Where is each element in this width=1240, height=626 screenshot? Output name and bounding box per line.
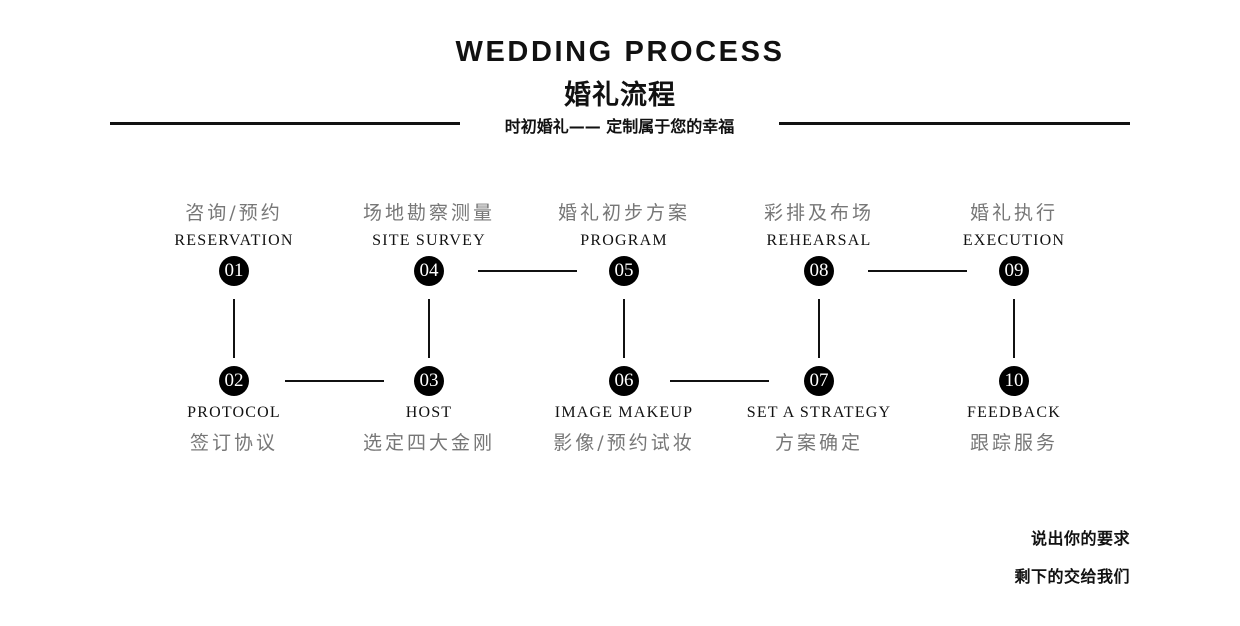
step-03-cn-label: 选定四大金刚 [362,432,495,454]
footer-note-line-1: 说出你的要求 [1030,529,1130,548]
step-01-cn-label: 咨询/预约 [185,202,283,224]
step-05-badge: 05 [609,256,639,286]
step-01-en-label: RESERVATION [174,232,294,249]
step-02-en-label: PROTOCOL [187,404,281,421]
connector-07-08 [818,299,820,358]
step-04-en-label: SITE SURVEY [372,232,486,249]
step-02-badge: 02 [219,366,249,396]
step-09-badge: 09 [999,256,1029,286]
step-10-cn-label: 跟踪服务 [969,432,1058,454]
step-01-badge: 01 [219,256,249,286]
connector-04-05 [478,270,577,272]
header-rule-right [779,122,1130,125]
step-08-en-label: REHEARSAL [766,232,872,249]
connector-08-09 [868,270,967,272]
header-rule-left [110,122,460,125]
title-english: WEDDING PROCESS [455,36,785,68]
step-09-cn-label: 婚礼执行 [969,202,1058,224]
step-04-cn-label: 场地勘察测量 [362,202,495,224]
step-07-cn-label: 方案确定 [774,432,863,454]
step-05-en-label: PROGRAM [580,232,668,249]
connector-05-06 [623,299,625,358]
step-08-cn-label: 彩排及布场 [763,202,874,224]
step-06-en-label: IMAGE MAKEUP [554,404,694,421]
step-04-badge: 04 [414,256,444,286]
footer-note-line-2: 剩下的交给我们 [1014,567,1130,586]
step-03-en-label: HOST [405,404,453,421]
title-chinese: 婚礼流程 [564,80,676,111]
tagline: 时初婚礼—— 定制属于您的幸福 [504,117,735,136]
connector-01-02 [233,299,235,358]
step-07-badge: 07 [804,366,834,396]
connector-06-07 [670,380,769,382]
step-03-badge: 03 [414,366,444,396]
connector-09-10 [1013,299,1015,358]
step-09-en-label: EXECUTION [962,232,1066,249]
step-10-en-label: FEEDBACK [966,404,1062,421]
step-10-badge: 10 [999,366,1029,396]
step-02-cn-label: 签订协议 [189,432,278,454]
step-06-cn-label: 影像/预约试妆 [553,432,695,454]
connector-03-04 [428,299,430,358]
step-06-badge: 06 [609,366,639,396]
connector-02-03 [285,380,384,382]
step-07-en-label: SET A STRATEGY [746,404,892,421]
step-08-badge: 08 [804,256,834,286]
step-05-cn-label: 婚礼初步方案 [557,202,690,224]
